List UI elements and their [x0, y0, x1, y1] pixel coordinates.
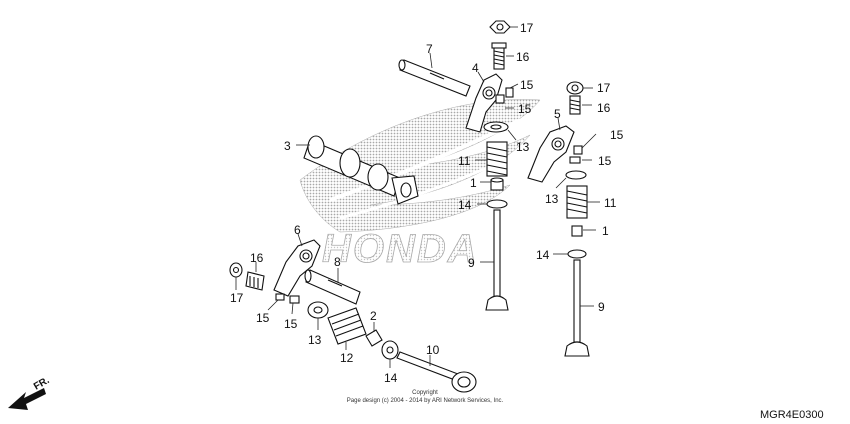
callout-16-right: 16 — [597, 101, 611, 115]
rocker-arm-part-left — [273, 239, 321, 297]
copyright-line-1: Copyright — [412, 390, 438, 396]
retainer-part-left — [275, 293, 285, 301]
valve-stem-seal-part — [490, 177, 504, 191]
callout-17-right: 17 — [597, 81, 611, 95]
callout-13-right: 13 — [545, 192, 559, 206]
front-direction-label: FR. — [32, 375, 52, 393]
callout-15-top-a: 15 — [520, 78, 534, 92]
adjusting-screw-part-left — [245, 271, 265, 291]
callout-5: 5 — [554, 107, 561, 121]
retainer-part-right — [569, 156, 581, 164]
shim-part-right — [573, 145, 583, 155]
callout-1-top: 1 — [470, 176, 477, 190]
rocker-arm-part — [465, 73, 503, 133]
adjusting-screw-part-right — [569, 95, 581, 115]
spring-seat-part — [483, 121, 509, 133]
nut-part-right — [566, 81, 584, 95]
valve-spring-washer-part — [486, 199, 508, 209]
nut-part-left — [229, 262, 243, 278]
rocker-arm-part-right — [527, 125, 575, 183]
shim-part-left — [289, 295, 300, 304]
valve-spring-part-left — [327, 307, 367, 345]
valve-spring-part — [486, 141, 508, 177]
callout-7: 7 — [426, 42, 433, 56]
valve-spring-washer-part-left — [381, 340, 399, 360]
callout-4: 4 — [472, 61, 479, 75]
callout-15-right-b: 15 — [598, 154, 612, 168]
adjusting-screw-part — [491, 42, 507, 70]
rocker-arm-shaft-part — [398, 59, 471, 97]
callout-16-top: 16 — [516, 50, 530, 64]
callout-9-top: 9 — [468, 256, 475, 270]
valve-part-left — [396, 351, 477, 393]
nut-part — [489, 20, 511, 34]
camshaft-part — [303, 135, 419, 205]
callout-13-left: 13 — [308, 333, 322, 347]
callout-14-top: 14 — [458, 198, 472, 212]
callout-16-left: 16 — [250, 251, 264, 265]
callout-15-left-a: 15 — [256, 311, 270, 325]
valve-stem-seal-part-right — [571, 225, 583, 237]
callout-14-left: 14 — [384, 371, 398, 385]
shim-part — [495, 94, 505, 104]
callout-9-right: 9 — [598, 300, 605, 314]
honda-watermark-text: HONDA — [322, 227, 479, 271]
callout-2: 2 — [370, 309, 377, 323]
callout-15-top-b: 15 — [518, 102, 532, 116]
callout-6: 6 — [294, 223, 301, 237]
spring-seat-part-right — [565, 170, 587, 180]
diagram-code: MGR4E0300 — [760, 409, 824, 421]
rocker-arm-shaft-part-left — [304, 269, 361, 305]
retainer-part — [505, 87, 514, 98]
callout-13-top: 13 — [516, 140, 530, 154]
callout-10: 10 — [426, 343, 440, 357]
spring-seat-part-left — [307, 301, 329, 319]
callout-11-right: 11 — [604, 196, 617, 210]
callout-17-top: 17 — [520, 21, 534, 35]
valve-part — [485, 209, 509, 311]
callout-15-right-a: 15 — [610, 128, 624, 142]
valve-part-right — [564, 259, 590, 357]
callout-12: 12 — [340, 351, 354, 365]
valve-stem-seal-part-left — [365, 329, 383, 347]
valve-spring-washer-part-right — [567, 249, 587, 259]
copyright-line-2: Page design (c) 2004 - 2014 by ARI Netwo… — [347, 398, 504, 404]
callout-15-left-b: 15 — [284, 317, 298, 331]
callout-3: 3 — [284, 139, 291, 153]
valve-spring-part-right — [566, 185, 588, 219]
callout-8: 8 — [334, 255, 341, 269]
callout-11-top: 11 — [458, 154, 471, 168]
front-direction-arrow-icon — [8, 388, 46, 410]
honda-wing-logo-watermark: HONDA — [299, 99, 541, 271]
callout-14-right: 14 — [536, 248, 550, 262]
callout-1-right: 1 — [602, 224, 609, 238]
callout-17-left: 17 — [230, 291, 244, 305]
